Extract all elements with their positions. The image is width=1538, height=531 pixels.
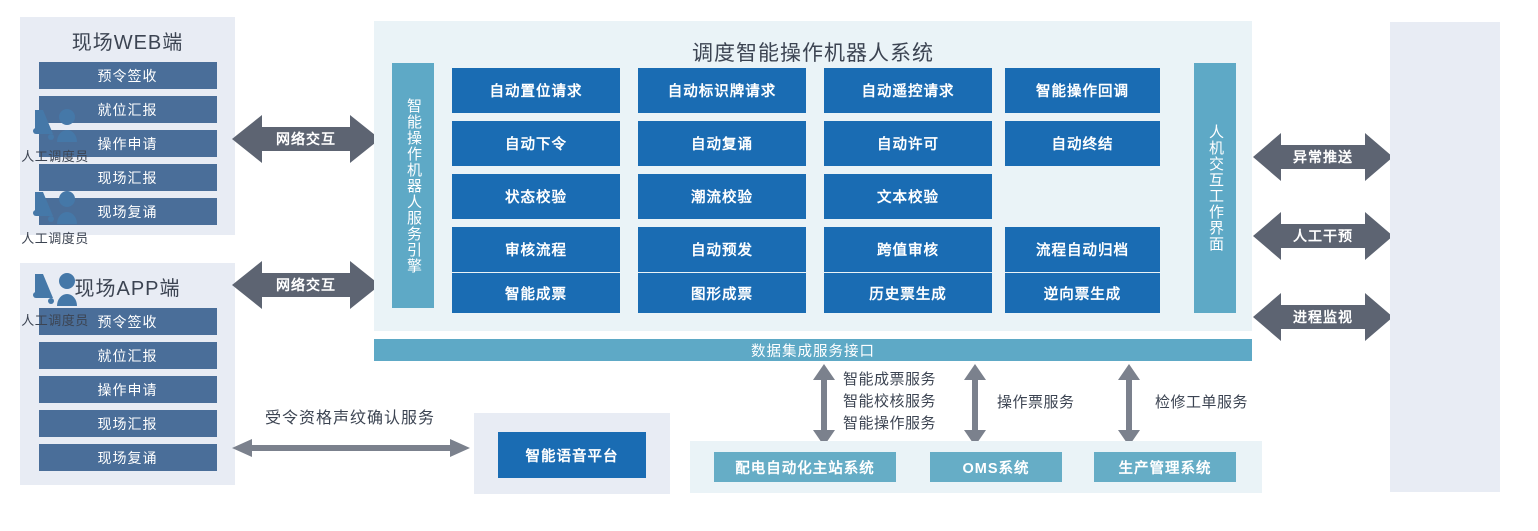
function-box-3-2[interactable]: 跨值审核 (824, 227, 992, 272)
arrow-service-0 (812, 364, 836, 446)
function-box-2-0[interactable]: 状态校验 (452, 174, 620, 219)
arrow-voice-confirm (232, 435, 470, 461)
dispatcher-1: 人工调度员 (0, 190, 110, 247)
function-box-3-1[interactable]: 自动预发 (638, 227, 806, 272)
function-box-1-2[interactable]: 自动许可 (824, 121, 992, 166)
dispatcher-icon (33, 109, 77, 142)
app-item-2[interactable]: 操作申请 (38, 376, 217, 403)
dispatcher-icon (33, 273, 77, 306)
service-label-1: 操作票服务 (997, 394, 1075, 411)
dispatcher-2: 人工调度员 (0, 272, 110, 329)
function-box-0-1[interactable]: 自动标识牌请求 (638, 68, 806, 113)
function-box-3-0[interactable]: 审核流程 (452, 227, 620, 272)
function-box-0-3[interactable]: 智能操作回调 (1005, 68, 1160, 113)
external-system-2[interactable]: 生产管理系统 (1094, 452, 1236, 482)
double-arrow-thin-icon (232, 439, 470, 457)
arrow-exception-push-label: 异常推送 (1293, 149, 1353, 165)
dispatcher-panel (1390, 22, 1500, 492)
hmi-interface-bar: 人机交互工作界面 (1194, 63, 1236, 313)
double-arrow-icon (1253, 133, 1393, 181)
dispatcher-0-label: 人工调度员 (21, 149, 89, 164)
function-box-1-1[interactable]: 自动复诵 (638, 121, 806, 166)
function-box-4-0[interactable]: 智能成票 (452, 273, 620, 313)
client-panel-web: 现场WEB端 预令签收 就位汇报 操作申请 现场汇报 现场复诵 (20, 17, 235, 235)
function-box-4-3[interactable]: 逆向票生成 (1005, 273, 1160, 313)
arrow-network-app-label: 网络交互 (276, 277, 336, 293)
function-box-2-2[interactable]: 文本校验 (824, 174, 992, 219)
double-arrow-vertical-icon (1118, 364, 1140, 446)
external-system-0[interactable]: 配电自动化主站系统 (714, 452, 896, 482)
voice-platform-box[interactable]: 智能语音平台 (498, 432, 646, 478)
arrow-service-2 (1117, 364, 1141, 446)
function-box-1-0[interactable]: 自动下令 (452, 121, 620, 166)
dispatcher-2-label: 人工调度员 (21, 313, 89, 328)
page-title: 调度智能操作机器人系统 (692, 42, 934, 65)
app-item-1[interactable]: 就位汇报 (38, 342, 217, 369)
app-item-0[interactable]: 预令签收 (38, 308, 217, 335)
function-box-4-2[interactable]: 历史票生成 (824, 273, 992, 313)
engine-service-bar: 智能操作机器人服务引擎 (392, 63, 434, 308)
function-box-2-1[interactable]: 潮流校验 (638, 174, 806, 219)
external-system-1[interactable]: OMS系统 (930, 452, 1062, 482)
arrow-process-monitor: 进程监视 (1253, 292, 1393, 342)
arrow-network-app: 网络交互 (232, 259, 380, 311)
double-arrow-icon (1253, 293, 1393, 341)
arrow-service-1 (963, 364, 987, 446)
client-panel-web-title: 现场WEB端 (71, 32, 184, 54)
double-arrow-vertical-icon (964, 364, 986, 446)
function-box-3-3[interactable]: 流程自动归档 (1005, 227, 1160, 272)
web-item-3[interactable]: 现场汇报 (38, 164, 217, 191)
double-arrow-icon (1253, 212, 1393, 260)
function-box-0-0[interactable]: 自动置位请求 (452, 68, 620, 113)
web-item-0[interactable]: 预令签收 (38, 62, 217, 89)
web-item-2[interactable]: 操作申请 (38, 130, 217, 157)
arrow-network-web-label: 网络交互 (276, 131, 336, 147)
voice-arrow-label: 受令资格声纹确认服务 (264, 410, 435, 427)
double-arrow-icon (232, 261, 380, 309)
client-panel-app-title: 现场APP端 (74, 278, 181, 300)
arrow-manual-intervention-label: 人工干预 (1293, 228, 1353, 244)
function-box-1-3[interactable]: 自动终结 (1005, 121, 1160, 166)
service-label-0: 智能成票服务 智能校核服务 智能操作服务 (843, 371, 937, 432)
double-arrow-icon (232, 115, 380, 163)
arrow-manual-intervention: 人工干预 (1253, 211, 1393, 261)
function-box-0-2[interactable]: 自动遥控请求 (824, 68, 992, 113)
arrow-process-monitor-label: 进程监视 (1293, 309, 1353, 325)
client-panel-app: 现场APP端 预令签收 就位汇报 操作申请 现场汇报 现场复诵 (20, 263, 235, 485)
app-item-4[interactable]: 现场复诵 (38, 444, 217, 471)
arrow-exception-push: 异常推送 (1253, 132, 1393, 182)
data-integration-bar: 数据集成服务接口 (374, 339, 1252, 361)
function-box-4-1[interactable]: 图形成票 (638, 273, 806, 313)
double-arrow-vertical-icon (813, 364, 835, 446)
dispatcher-1-label: 人工调度员 (21, 231, 89, 246)
service-label-2: 检修工单服务 (1155, 394, 1249, 411)
dispatcher-icon (33, 191, 77, 224)
arrow-network-web: 网络交互 (232, 113, 380, 165)
app-item-3[interactable]: 现场汇报 (38, 410, 217, 437)
dispatcher-0: 人工调度员 (0, 108, 110, 165)
